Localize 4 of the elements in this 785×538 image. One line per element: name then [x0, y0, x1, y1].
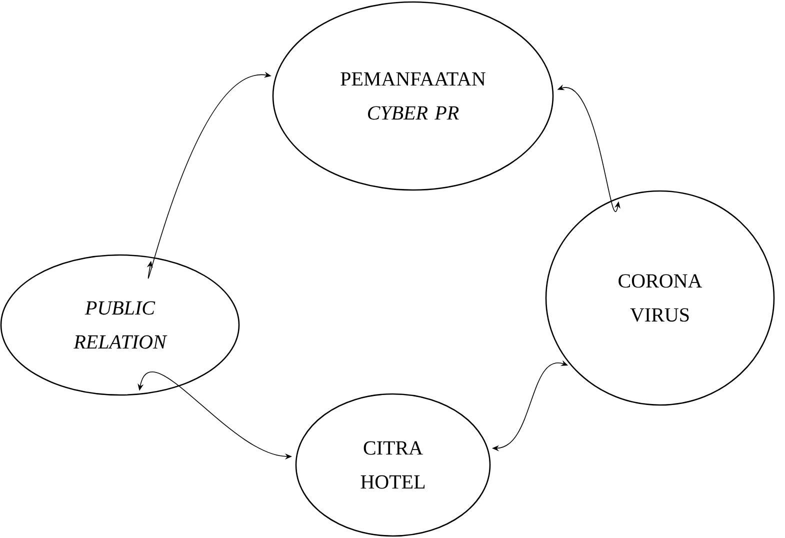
ellipse-node: PUBLIC RELATION [0, 254, 240, 396]
ellipse-node: CORONA VIRUS [545, 190, 775, 406]
ellipse-node: PEMANFAATAN CYBER PR [272, 1, 554, 191]
ellipse-node: CITRA HOTEL [295, 393, 491, 537]
